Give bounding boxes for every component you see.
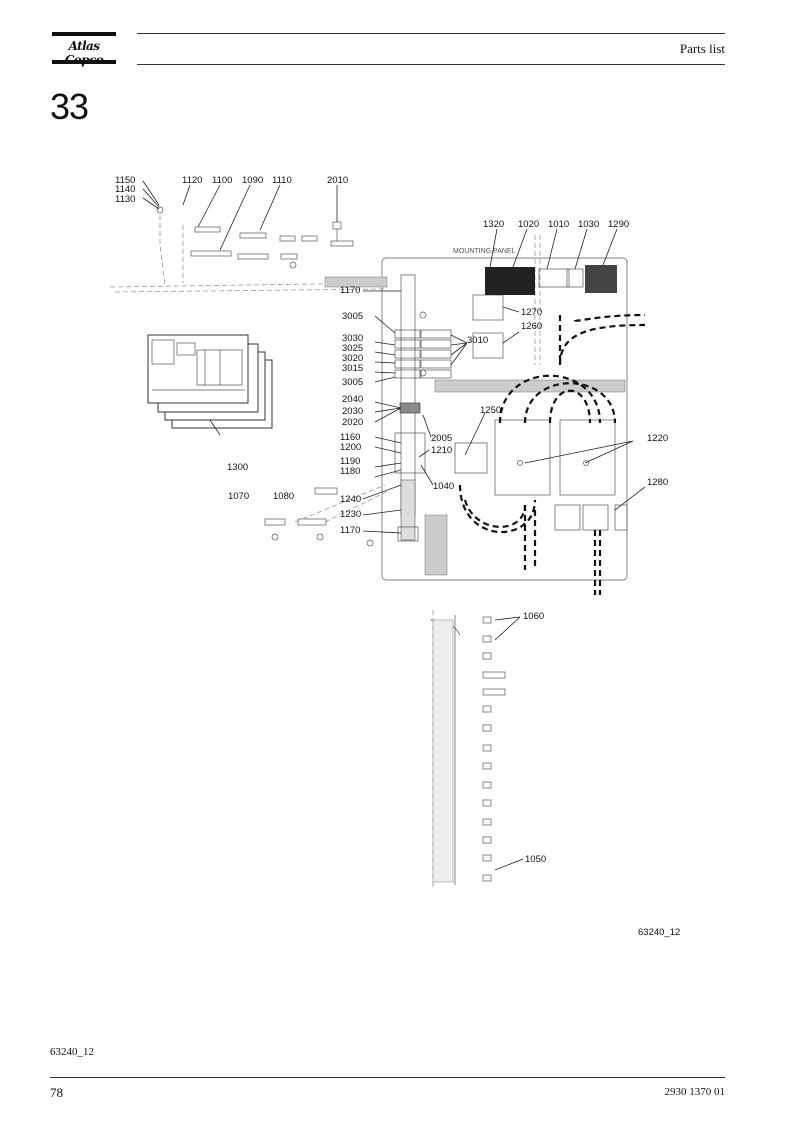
contactor-k23 xyxy=(494,419,551,496)
callout-1230: 1230 xyxy=(340,509,361,520)
leader-lines xyxy=(142,180,646,871)
callout-1210: 1210 xyxy=(431,445,452,456)
callout-1140: 1140 xyxy=(115,184,135,195)
callout-1170-top: 1170 xyxy=(340,285,360,296)
wiring-diagram-sheets xyxy=(147,334,273,429)
callout-1150: 1150 xyxy=(115,175,135,186)
callout-3005-top: 3005 xyxy=(342,311,363,322)
callout-1320: 1320 xyxy=(483,219,504,230)
callout-1270: 1270 xyxy=(521,307,542,318)
callout-1200: 1200 xyxy=(340,442,361,453)
callout-1130: 1130 xyxy=(115,194,135,205)
callout-2020: 2020 xyxy=(342,417,363,428)
callout-1300: 1300 xyxy=(227,462,248,473)
callout-1020: 1020 xyxy=(518,219,539,230)
callout-1280: 1280 xyxy=(647,477,668,488)
parts-drawing: MOUNTING PANEL xyxy=(55,165,715,960)
atlas-copco-logo: Atlas Copco xyxy=(52,32,116,67)
callout-1080: 1080 xyxy=(273,491,294,502)
callout-3030: 3030 xyxy=(342,333,363,344)
header-rule-bottom xyxy=(137,64,725,65)
callout-3020: 3020 xyxy=(342,353,363,364)
callout-1060: 1060 xyxy=(523,611,544,622)
callout-2005: 2005 xyxy=(431,433,452,444)
callout-1170-bottom: 1170 xyxy=(340,525,360,536)
callout-1290: 1290 xyxy=(608,219,629,230)
callout-1190: 1190 xyxy=(340,456,360,467)
callout-2030: 2030 xyxy=(342,406,363,417)
transformer-t1 xyxy=(472,332,504,359)
cable-bundle xyxy=(432,619,454,883)
transformer-t2 xyxy=(472,294,504,321)
callout-3005-bottom: 3005 xyxy=(342,377,363,388)
callout-labels: 1150 1140 1130 1120 1100 1090 1110 2010 … xyxy=(115,175,680,938)
callout-3025: 3025 xyxy=(342,343,363,354)
document-number: 2930 1370 01 xyxy=(664,1086,726,1098)
data-plate xyxy=(485,267,535,295)
callout-1220: 1220 xyxy=(647,433,668,444)
callout-1180: 1180 xyxy=(340,466,360,477)
contactor-k22 xyxy=(454,442,488,474)
footer-rule xyxy=(50,1077,725,1078)
terminal-block-stack xyxy=(394,329,452,542)
callout-1160: 1160 xyxy=(340,432,360,443)
callout-1010: 1010 xyxy=(548,219,569,230)
callout-3010: 3010 xyxy=(467,335,488,346)
callout-2010: 2010 xyxy=(327,175,348,186)
callout-1240: 1240 xyxy=(340,494,361,505)
callout-1100: 1100 xyxy=(212,175,232,186)
drawing-ref-number: 63240_12 xyxy=(638,927,680,938)
header-rule-top xyxy=(137,33,725,34)
logo-bar-top xyxy=(52,32,116,36)
cable-duct-lower xyxy=(424,514,448,576)
callout-3015: 3015 xyxy=(342,363,363,374)
page-title: Parts list xyxy=(679,41,725,56)
callout-1090: 1090 xyxy=(242,175,263,186)
figure-reference: 63240_12 xyxy=(50,1046,94,1058)
mounting-panel xyxy=(381,257,628,581)
contactor-k21 xyxy=(559,419,616,496)
parts-drawing-svg: MOUNTING PANEL xyxy=(109,175,680,938)
section-number: 33 xyxy=(50,86,89,127)
connector-column xyxy=(482,616,506,882)
callout-1250: 1250 xyxy=(480,405,501,416)
callout-2040: 2040 xyxy=(342,394,363,405)
callout-1110: 1110 xyxy=(272,175,292,186)
mounting-panel-label: MOUNTING PANEL xyxy=(453,248,516,255)
label-plate xyxy=(585,265,617,293)
logo-bar-bottom xyxy=(52,60,116,64)
callout-1260: 1260 xyxy=(521,321,542,332)
page-number: 78 xyxy=(50,1085,63,1100)
callout-1050: 1050 xyxy=(525,854,546,865)
callout-1070: 1070 xyxy=(228,491,249,502)
duct-segment xyxy=(324,276,388,288)
callout-1040: 1040 xyxy=(433,481,454,492)
callout-1030: 1030 xyxy=(578,219,599,230)
callout-1120: 1120 xyxy=(182,175,202,186)
